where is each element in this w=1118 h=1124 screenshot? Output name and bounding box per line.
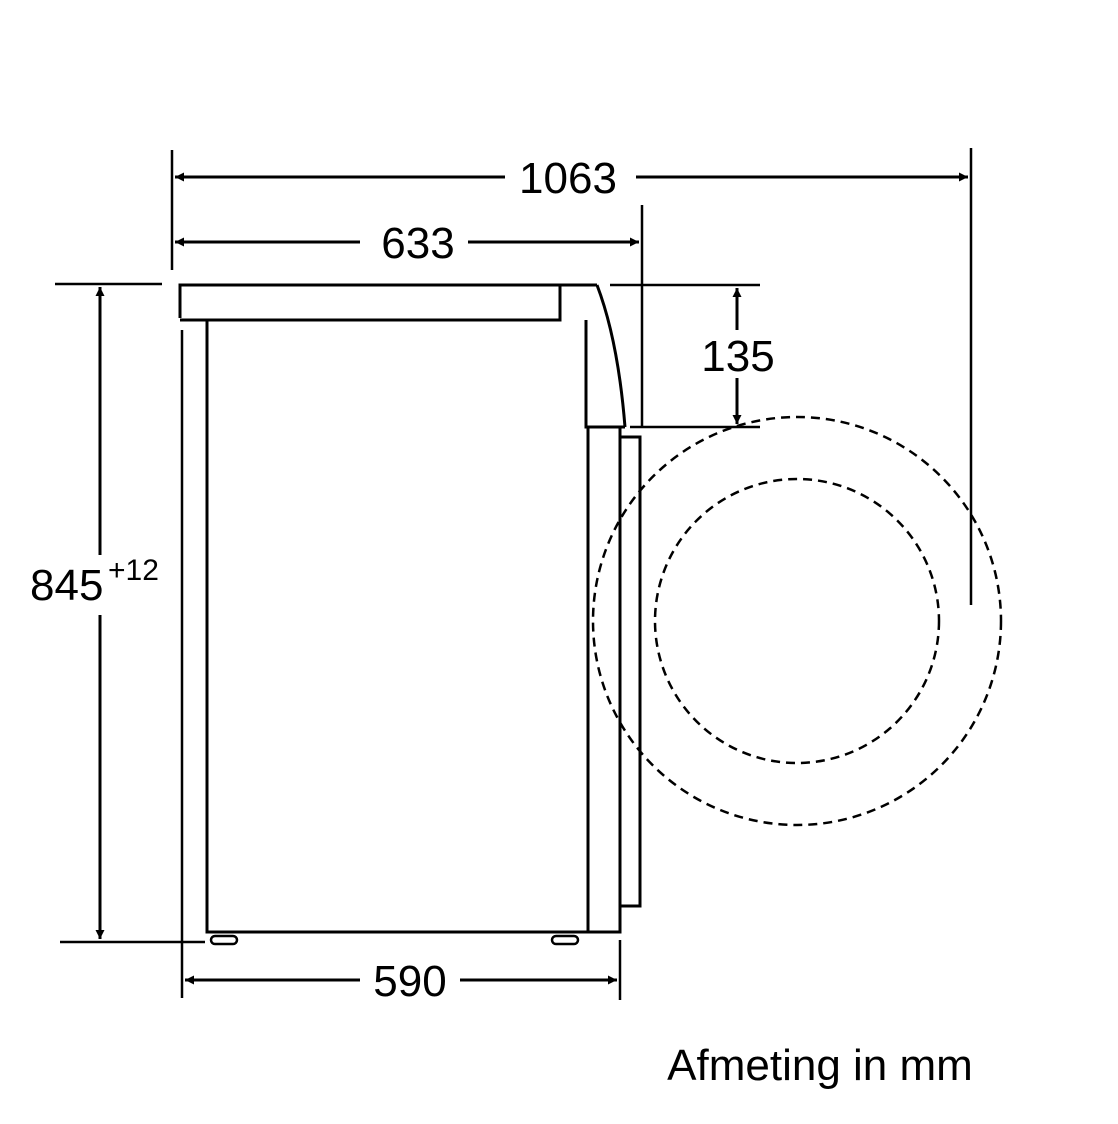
dimension-label-590: 590 xyxy=(373,957,446,1006)
appliance-outline xyxy=(178,283,642,946)
control-panel-curve xyxy=(595,284,627,428)
dimension-135: 135 xyxy=(610,283,775,429)
foot-right xyxy=(550,934,580,946)
height-tolerance: +12 xyxy=(108,554,159,587)
door-frame xyxy=(620,435,642,908)
door-open-outer-circle xyxy=(591,415,1003,827)
control-panel-outline xyxy=(584,320,625,429)
dimension-label-845: 845 xyxy=(30,561,103,610)
dimension-label-1063: 1063 xyxy=(519,154,617,203)
foot-left xyxy=(209,934,239,946)
cabinet-outline xyxy=(205,320,622,934)
dimension-label-135: 135 xyxy=(701,332,774,381)
door-open-inner-circle xyxy=(653,477,941,765)
dimension-633: 633 xyxy=(175,205,644,427)
dimension-label-633: 633 xyxy=(381,219,454,268)
dimension-1063: 1063 xyxy=(170,148,973,605)
units-caption: Afmeting in mm xyxy=(667,1041,973,1090)
dimension-845: 845 +12 xyxy=(30,282,205,944)
worktop-underside xyxy=(180,285,562,322)
dimension-590: 590 xyxy=(180,330,622,1006)
worktop-outline xyxy=(178,283,597,318)
